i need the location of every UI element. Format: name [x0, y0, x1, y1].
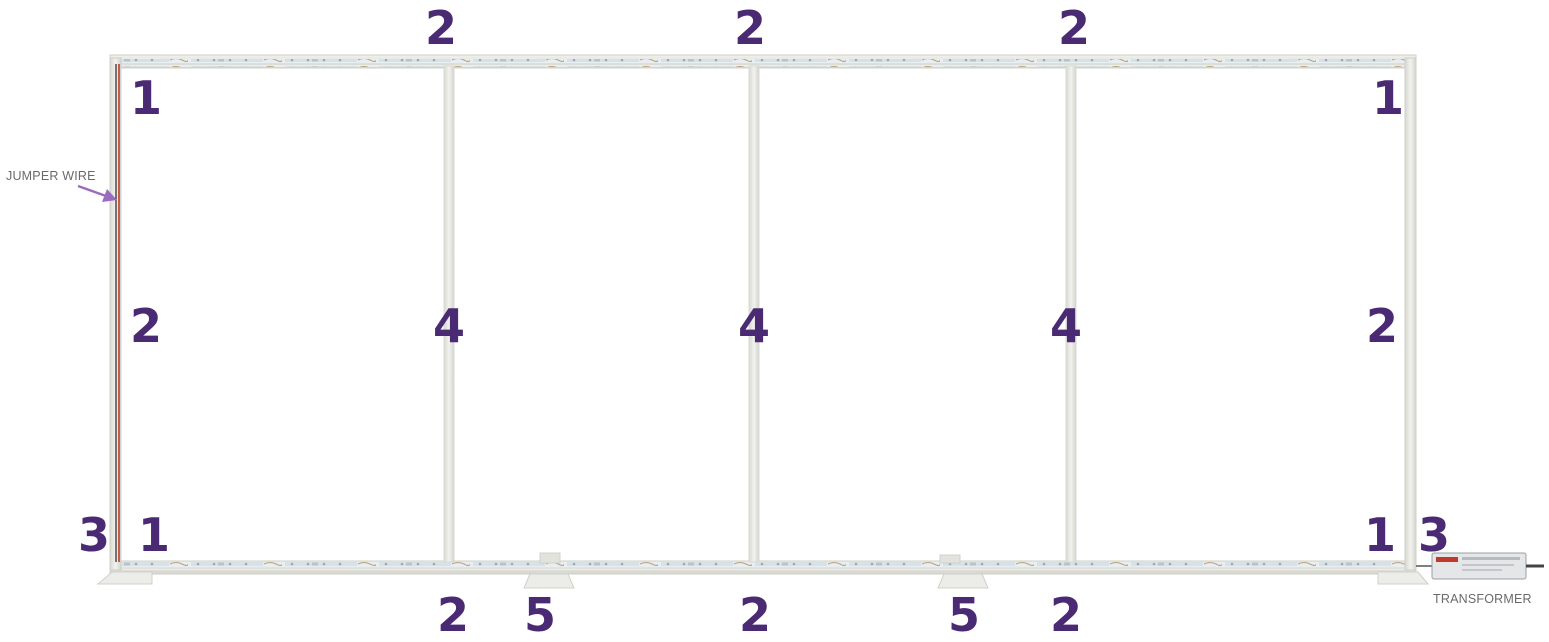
- callout-corner-top-left: 1: [130, 75, 162, 121]
- callout-corner-bottom-right: 1: [1364, 512, 1396, 558]
- callout-bottom-3: 2: [739, 592, 771, 638]
- callout-top-3: 2: [1058, 5, 1090, 51]
- top-led-strip: [122, 59, 1412, 67]
- bottom-led-strip: [122, 562, 1412, 570]
- center-foot-1: [524, 574, 574, 588]
- callout-bottom-5: 2: [1050, 592, 1082, 638]
- callout-top-1: 2: [425, 5, 457, 51]
- center-foot-2-clip: [940, 555, 960, 563]
- right-foot: [1378, 572, 1428, 584]
- jumper-wire-label: JUMPER WIRE: [6, 169, 96, 183]
- callout-corner-bottom-left: 1: [138, 512, 170, 558]
- callout-top-2: 2: [734, 5, 766, 51]
- callout-middle-1: 4: [433, 303, 465, 349]
- center-foot-1-clip: [540, 553, 560, 563]
- callout-middle-2: 4: [738, 303, 770, 349]
- transformer-label: TRANSFORMER: [1433, 592, 1532, 606]
- left-foot: [98, 572, 152, 584]
- callout-feet-right: 3: [1418, 512, 1450, 558]
- callout-side-left: 2: [130, 303, 162, 349]
- right-frame-upright: [1405, 58, 1416, 570]
- callout-middle-3: 4: [1050, 303, 1082, 349]
- callout-corner-top-right: 1: [1372, 75, 1404, 121]
- center-foot-2: [938, 574, 988, 588]
- callout-bottom-1: 2: [437, 592, 469, 638]
- callout-bottom-4: 5: [948, 592, 980, 638]
- callout-bottom-2: 5: [524, 592, 556, 638]
- callout-feet-left: 3: [78, 512, 110, 558]
- callout-side-right: 2: [1366, 303, 1398, 349]
